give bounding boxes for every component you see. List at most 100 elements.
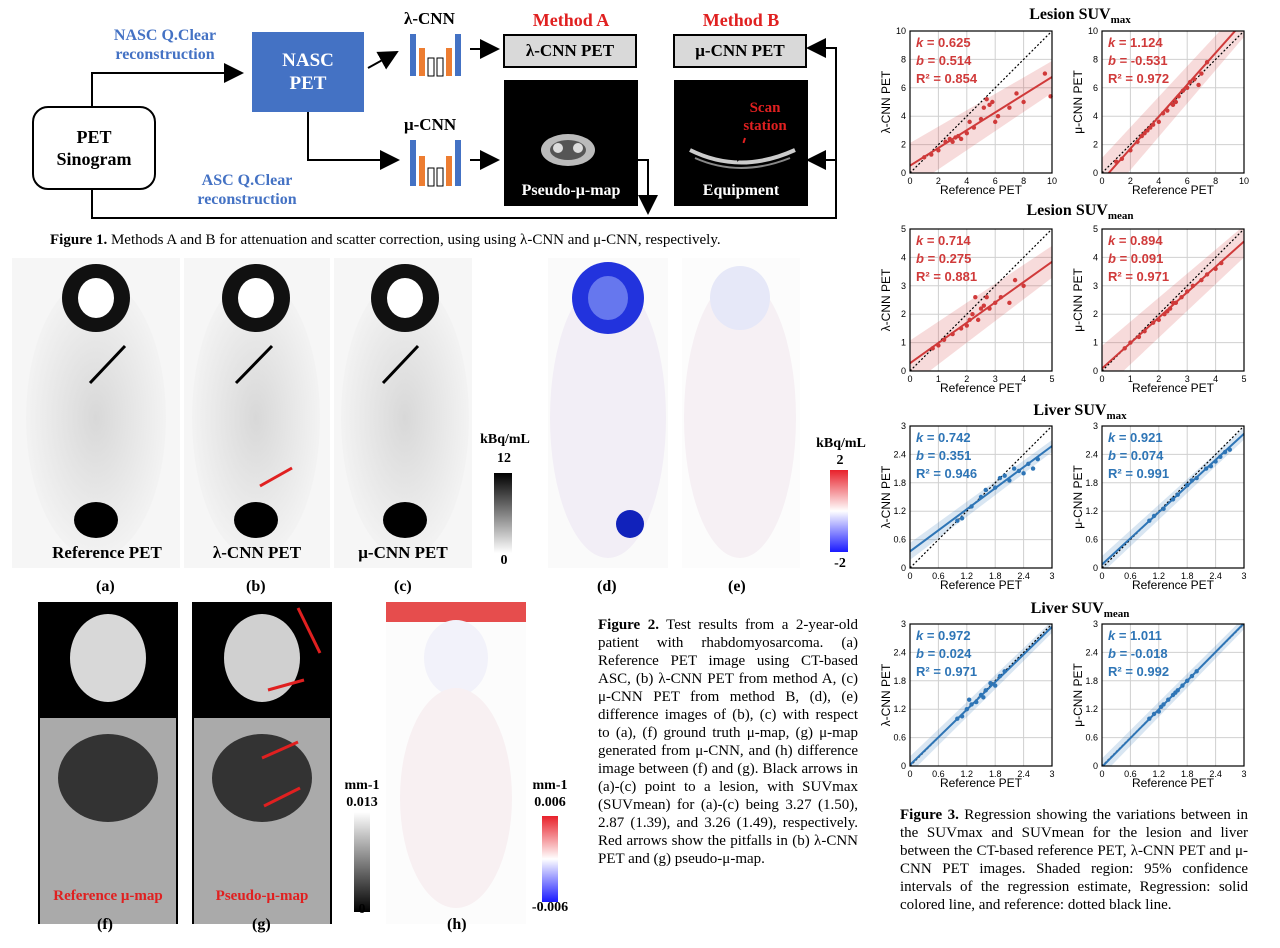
regression-line [910,76,1052,167]
stat-label: b = 0.074 [1108,448,1164,463]
stat-label: b = -0.531 [1108,53,1168,68]
y-tick-label: 0 [1093,168,1098,178]
figure2-caption: Figure 2. Test results from a 2-year-old… [598,617,859,867]
panel-f-mu [38,602,178,924]
x-axis-label: Reference PET [940,183,1023,197]
data-point [959,714,965,719]
y-tick-label: 3 [901,619,906,629]
data-point [1170,102,1176,108]
plot-frame [909,623,1053,767]
x-tick-label: 3 [1241,769,1246,779]
mu-diff-scale-unit: mm-1 [532,778,568,793]
panel-label-g: (g) [252,916,271,933]
diff-scale-min: -2 [834,556,846,571]
y-tick-label: 10 [1088,26,1098,36]
y-tick-label: 3 [1093,281,1098,291]
data-point [950,331,955,337]
data-point [930,346,935,351]
panel-label-d: (d) [597,578,617,595]
data-point [1156,709,1161,714]
data-point [1042,71,1048,76]
data-point [1128,148,1133,153]
chart-title-liver-max: Liver SUVmax [1033,402,1127,423]
chart-title-lesion-max: Lesion SUVmax [1029,6,1131,27]
y-tick-label: 1.8 [893,478,906,488]
stat-label: b = 0.024 [916,646,972,661]
y-tick-label: 1.2 [1085,506,1098,516]
plot-frame [1101,623,1245,767]
x-tick-label: 5 [1049,374,1054,384]
regression-line [1107,31,1237,173]
label-reference-pet: Reference PET [52,543,162,562]
panel-a-pet [12,258,180,568]
data-point [971,125,977,130]
nasc-pet-box: NASC PET [252,32,364,112]
x-axis-label: Reference PET [1132,578,1215,592]
y-tick-label: 6 [1093,83,1098,93]
data-point [941,337,947,342]
data-point [1190,283,1196,288]
data-point [1204,60,1210,65]
y-tick-label: 2.4 [893,449,906,459]
data-point [1147,716,1152,721]
plot-frame [1101,228,1245,372]
x-axis-label: Reference PET [940,578,1023,592]
panel-h-mu-diff [386,602,526,924]
data-point [1218,454,1223,459]
data-point [984,294,989,300]
y-tick-label: 5 [901,224,906,234]
data-point [978,306,984,311]
x-tick-label: 0 [907,176,912,186]
stat-label: R² = 0.854 [916,71,978,86]
data-point [1189,673,1195,679]
mu-diff-colorbar [542,816,558,902]
data-point [1227,447,1232,452]
reference-line [909,30,1053,174]
mu-scale-unit: mm-1 [344,778,380,793]
data-point [1175,492,1180,497]
y-tick-label: 1.2 [893,506,906,516]
y-tick-label: 3 [901,281,906,291]
stat-label: k = 1.124 [1108,35,1163,50]
y-tick-label: 0.6 [1085,535,1098,545]
data-point [995,114,1001,119]
data-point [1179,294,1184,300]
lambda-cnn-pet-box: λ-CNN PET [503,34,637,68]
y-tick-label: 8 [901,54,906,64]
confidence-band [910,245,1052,371]
x-axis-label: Reference PET [940,381,1023,395]
y-tick-label: 1.2 [1085,704,1098,714]
data-point [1192,77,1197,82]
plot-frame [1101,30,1245,174]
data-point [964,131,969,136]
data-point [1002,473,1007,478]
pet-scale-max: 12 [497,451,511,466]
pet-scale-unit: kBq/mL [480,432,530,447]
mu-cnn-pet-box: μ-CNN PET [673,34,807,68]
x-tick-label: 3 [1185,374,1190,384]
x-axis-label: Reference PET [1132,183,1215,197]
data-point [1185,85,1190,91]
data-point [950,139,955,144]
y-tick-label: 2.4 [893,647,906,657]
stat-label: k = 0.742 [916,430,971,445]
x-tick-label: 0 [1099,571,1104,581]
y-tick-label: 2 [901,140,906,150]
data-point [997,673,1003,679]
data-point [983,487,988,493]
mu-colorbar [354,812,370,912]
y-tick-label: 2 [1093,140,1098,150]
y-tick-label: 8 [1093,54,1098,64]
asc-qclear-label: ASC Q.Clear reconstruction [197,172,297,208]
diff-colorbar [830,470,848,552]
data-point [1213,266,1218,271]
data-point [993,683,998,688]
mu-scale-max: 0.013 [346,795,378,810]
data-point [970,312,975,317]
x-tick-label: 8 [1213,176,1218,186]
data-point [922,155,927,160]
x-tick-label: 0.6 [1124,769,1137,779]
x-tick-label: 1 [936,374,941,384]
figure1-caption: Figure 1. Methods A and B for attenuatio… [50,232,721,248]
